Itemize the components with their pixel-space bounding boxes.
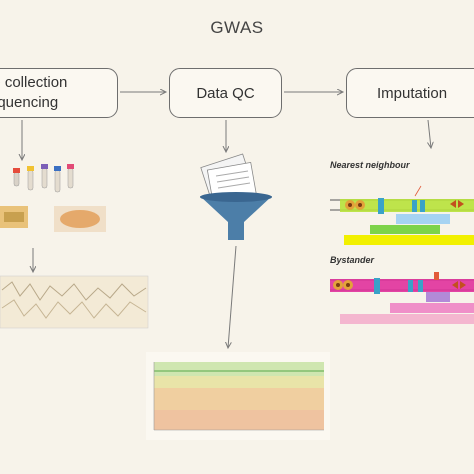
sample-collection-label-2: equencing <box>0 94 59 111</box>
data-qc-box: Data QC <box>169 68 282 118</box>
imputation-box: Imputation <box>346 68 474 118</box>
nearest-neighbour-label: Nearest neighbour <box>330 160 410 170</box>
arrow-imputation-down <box>428 119 431 148</box>
sample-kit-icon <box>0 206 28 228</box>
sample-collection-box: le collection equencing <box>0 68 118 118</box>
bystander-label: Bystander <box>330 255 375 265</box>
imputation-label: Imputation <box>377 84 448 102</box>
bystander-diagram <box>330 272 474 324</box>
data-qc-label: Data QC <box>196 84 255 102</box>
nearest-neighbour-diagram <box>330 185 474 245</box>
sample-tubes-icon <box>13 164 74 193</box>
specimen-dish-icon <box>54 206 106 232</box>
funnel-icon <box>200 192 272 240</box>
genotyping-array-icon <box>0 275 149 329</box>
diagram-title: GWAS <box>210 18 264 37</box>
arrow-funnel-to-plot <box>228 245 237 348</box>
sample-collection-label-1: le collection <box>0 74 68 91</box>
